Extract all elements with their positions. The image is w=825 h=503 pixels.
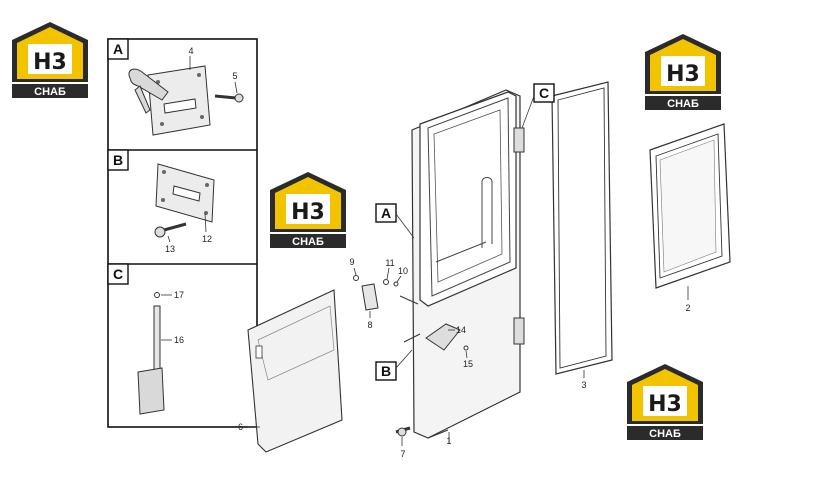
callout-5: 5 (232, 71, 237, 81)
callout-15: 15 (463, 359, 473, 369)
callout-1: 1 (446, 436, 451, 446)
callout-3: 3 (581, 380, 586, 390)
svg-text:C: C (113, 266, 123, 282)
detail-box-c: C 17 16 (107, 263, 184, 415)
svg-text:C: C (539, 85, 549, 101)
callouts-main: 1 2 3 6 7 8 9 10 11 14 15 (238, 257, 691, 459)
detail-panel (107, 38, 258, 428)
logo-top-left: H3 СНАБ (12, 22, 88, 98)
latch-part-8 (353, 275, 421, 343)
handle-part-14 (425, 323, 469, 351)
logo-label: СНАБ (292, 236, 324, 248)
logo-label: СНАБ (649, 428, 681, 440)
svg-text:A: A (113, 41, 123, 57)
callout-7: 7 (400, 449, 405, 459)
callout-6: 6 (238, 422, 243, 432)
logo-bottom-right: H3 СНАБ (627, 364, 703, 440)
logo-mark: H3 (666, 62, 700, 87)
label-a: A (375, 203, 415, 239)
door-part-1 (411, 89, 525, 439)
callout-8: 8 (367, 320, 372, 330)
callout-9: 9 (349, 257, 354, 267)
callout-4: 4 (188, 46, 193, 56)
svg-text:A: A (381, 205, 391, 221)
callout-16: 16 (174, 335, 184, 345)
detail-box-b: B 12 13 (107, 149, 215, 254)
svg-text:B: B (113, 152, 123, 168)
seal-part-3 (551, 81, 613, 375)
callout-14: 14 (456, 325, 466, 335)
svg-text:B: B (381, 363, 391, 379)
callout-2: 2 (685, 303, 690, 313)
callout-13: 13 (165, 244, 175, 254)
bolt-part-7 (395, 426, 411, 437)
callout-17: 17 (174, 290, 184, 300)
logo-top-right: H3 СНАБ (645, 34, 721, 110)
callout-10: 10 (398, 266, 408, 276)
logo-mark: H3 (33, 50, 67, 75)
detail-box-a: A 4 5 (107, 38, 244, 136)
glass-part-2 (649, 123, 731, 289)
callout-11: 11 (385, 258, 394, 268)
logo-mark: H3 (291, 200, 325, 225)
label-c: C (521, 83, 555, 129)
label-b: B (375, 349, 413, 381)
logo-center: H3 СНАБ (270, 172, 346, 248)
logo-mark: H3 (648, 392, 682, 417)
logo-label: СНАБ (34, 86, 66, 98)
logo-label: СНАБ (667, 98, 699, 110)
panel-part-6 (247, 289, 343, 453)
callout-12: 12 (202, 234, 212, 244)
